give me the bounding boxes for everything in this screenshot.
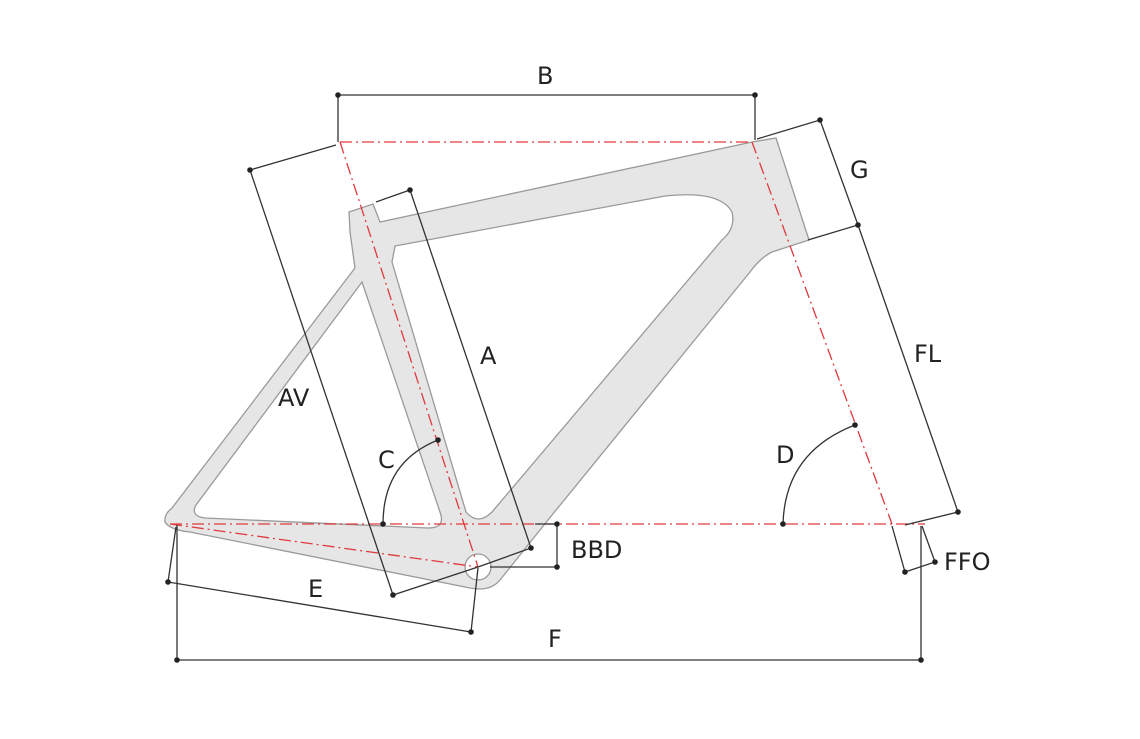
label-b: B (537, 62, 553, 90)
label-d: D (776, 441, 794, 469)
label-bbd: BBD (571, 536, 622, 564)
label-ffo: FFO (944, 548, 991, 576)
dimension-lines (167, 94, 959, 661)
label-fl: FL (914, 340, 942, 368)
bike-frame (164, 137, 810, 590)
label-g: G (850, 156, 869, 184)
label-c: C (378, 446, 395, 474)
label-f: F (548, 625, 562, 653)
label-a: A (480, 342, 497, 370)
label-av: AV (278, 384, 310, 412)
label-e: E (308, 575, 323, 603)
dimension-endpoints (165, 92, 961, 663)
